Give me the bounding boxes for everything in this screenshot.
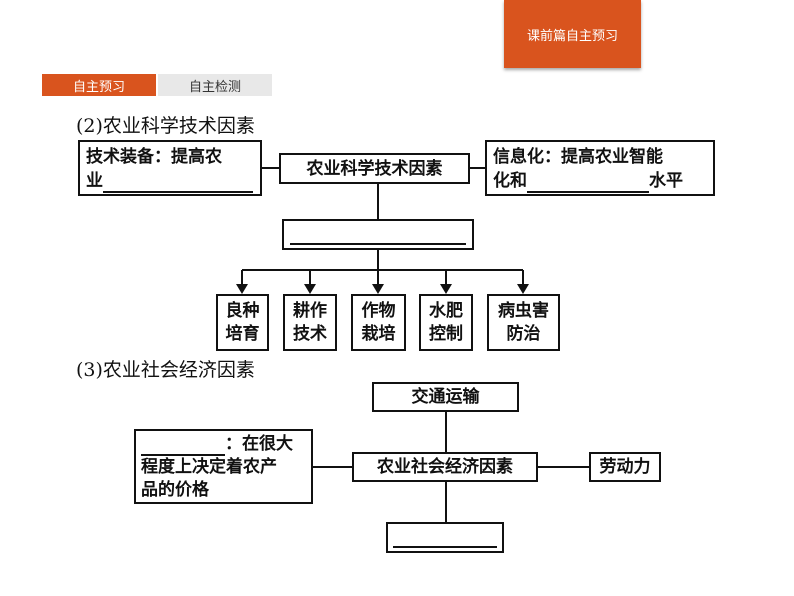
section-tab[interactable]: 课前篇自主预习 xyxy=(504,0,641,68)
fill-blank[interactable] xyxy=(290,225,466,245)
box-market: ：在很大 程度上决定着农产 品的价格 xyxy=(134,429,313,504)
child-label-line1: 病虫害 xyxy=(498,300,549,321)
box-transport: 交通运输 xyxy=(372,382,519,412)
box-crop-cultivation: 作物 栽培 xyxy=(351,294,406,351)
box-seed-breeding: 良种 培育 xyxy=(216,294,269,351)
informatization-line1: 信息化：提高农业智能 xyxy=(493,147,663,167)
heading-econ-factors: (3)农业社会经济因素 xyxy=(76,359,255,381)
child-label-line1: 作物 xyxy=(361,300,396,321)
informatization-line2: 化和水平 xyxy=(493,171,683,193)
box-tech-blank xyxy=(282,219,474,250)
child-label-line2: 技术 xyxy=(293,323,327,344)
market-line1: ：在很大 xyxy=(141,433,306,456)
child-label-line1: 水肥 xyxy=(429,300,463,321)
market-line3: 品的价格 xyxy=(141,480,209,500)
box-tillage: 耕作 技术 xyxy=(283,294,337,351)
heading-tech-factors: (2)农业科学技术因素 xyxy=(76,115,255,137)
box-water-fertilizer: 水肥 控制 xyxy=(419,294,473,351)
tech-equipment-line2: 业 xyxy=(86,169,254,193)
box-tech-center: 农业科学技术因素 xyxy=(279,153,470,184)
child-label-line2: 控制 xyxy=(429,323,463,344)
market-line2: 程度上决定着农产 xyxy=(141,457,277,477)
fill-blank[interactable] xyxy=(527,173,649,193)
fill-blank[interactable] xyxy=(393,528,497,548)
box-informatization: 信息化：提高农业智能 化和水平 xyxy=(485,140,715,196)
fill-blank[interactable] xyxy=(103,173,253,193)
child-label-line1: 耕作 xyxy=(293,300,327,321)
tech-equipment-line1: 技术装备：提高农 xyxy=(86,147,222,167)
child-label-line1: 良种 xyxy=(225,300,260,321)
child-label-line2: 培育 xyxy=(225,323,260,344)
child-label-line2: 防治 xyxy=(506,323,541,344)
fill-blank[interactable] xyxy=(141,436,225,456)
box-econ-blank xyxy=(386,522,504,553)
box-tech-equipment: 技术装备：提高农 业 xyxy=(78,140,262,196)
box-pest-control: 病虫害 防治 xyxy=(487,294,560,351)
box-labor: 劳动力 xyxy=(589,452,661,482)
box-econ-center: 农业社会经济因素 xyxy=(352,452,538,482)
tab-self-study[interactable]: 自主预习 xyxy=(42,74,156,96)
child-label-line2: 栽培 xyxy=(361,323,396,344)
tab-self-test[interactable]: 自主检测 xyxy=(158,74,272,96)
